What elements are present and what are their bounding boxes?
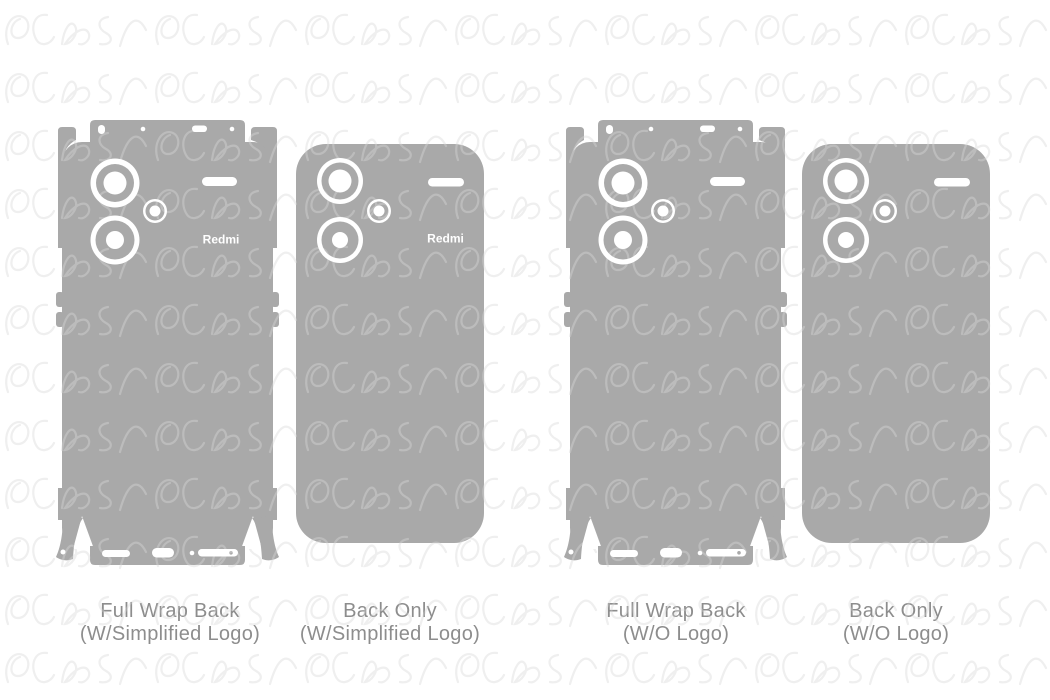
right-side-tab-upper bbox=[271, 292, 279, 307]
top-flap-slot-2 bbox=[192, 125, 207, 132]
template-full-wrap-simplified-logo: Redmi bbox=[56, 120, 279, 565]
template-full-wrap-no-logo bbox=[564, 120, 787, 565]
bottom-left-ear-hole bbox=[568, 549, 574, 555]
camera-lens-2-center-cut bbox=[614, 231, 632, 249]
camera-lens-2-center-cut bbox=[332, 232, 348, 248]
brand-logo-cutout: Redmi bbox=[427, 232, 464, 246]
aux-lens-center-cut bbox=[149, 205, 161, 217]
label-line-1: Back Only bbox=[343, 600, 437, 622]
camera-lens-2-center-cut bbox=[838, 232, 854, 248]
right-side-tab-lower bbox=[779, 312, 787, 327]
label-line-2: (W/Simplified Logo) bbox=[79, 623, 261, 645]
volume-button-tab bbox=[564, 292, 572, 307]
top-flap-hole-1 bbox=[648, 126, 654, 132]
bottom-slot-pin-mark bbox=[229, 551, 233, 555]
left-side-strip-upper bbox=[58, 155, 65, 248]
label-line-1: Back Only bbox=[849, 600, 943, 622]
bottom-left-ear-hole bbox=[60, 549, 66, 555]
top-flap-hole-2 bbox=[737, 126, 743, 132]
top-flap bbox=[598, 120, 753, 144]
bottom-slot-speaker bbox=[102, 550, 130, 557]
label-line-2: (W/Simplified Logo) bbox=[299, 623, 481, 645]
camera-lens-2-center-cut bbox=[106, 231, 124, 249]
label-line-1: Full Wrap Back bbox=[100, 600, 240, 622]
camera-lens-1-center-cut bbox=[611, 171, 635, 195]
template-back-only-simplified-logo: Redmi bbox=[296, 144, 484, 543]
label-line-2: (W/O Logo) bbox=[842, 623, 950, 645]
back-panel bbox=[570, 142, 781, 548]
top-flap-slot-2 bbox=[700, 125, 715, 132]
bottom-slot-pin-mark bbox=[737, 551, 741, 555]
brand-logo-cutout: Redmi bbox=[203, 233, 240, 247]
back-panel bbox=[62, 142, 273, 548]
label-full-wrap-no-logo: Full Wrap Back (W/O Logo) bbox=[556, 600, 796, 646]
left-side-strip-lower bbox=[58, 488, 65, 520]
power-button-tab bbox=[564, 312, 572, 327]
camera-lens-1-center-cut bbox=[103, 171, 127, 195]
bottom-slot-usb bbox=[660, 548, 682, 558]
flash-cutout bbox=[934, 178, 970, 187]
aux-lens-center-cut bbox=[373, 205, 385, 217]
right-side-tab-upper bbox=[779, 292, 787, 307]
bottom-hole-mic bbox=[189, 550, 195, 556]
right-side-strip-lower bbox=[778, 488, 785, 520]
power-button-tab bbox=[56, 312, 64, 327]
template-back-only-no-logo bbox=[802, 144, 990, 543]
flash-cutout bbox=[428, 178, 464, 187]
left-side-strip-lower bbox=[566, 488, 573, 520]
back-panel bbox=[296, 144, 484, 543]
flash-cutout bbox=[202, 177, 237, 186]
bottom-slot-speaker bbox=[610, 550, 638, 557]
camera-lens-1-center-cut bbox=[328, 169, 352, 193]
camera-lens-1-center-cut bbox=[834, 169, 858, 193]
right-side-strip-upper bbox=[270, 155, 277, 248]
label-full-wrap-simplified-logo: Full Wrap Back (W/Simplified Logo) bbox=[50, 600, 290, 646]
top-flap-hole-2 bbox=[229, 126, 235, 132]
top-flap bbox=[90, 120, 245, 144]
right-side-strip-upper bbox=[778, 155, 785, 248]
top-flap-slot-1 bbox=[98, 125, 105, 134]
top-flap-slot-1 bbox=[606, 125, 613, 134]
top-flap-hole-1 bbox=[140, 126, 146, 132]
bottom-slot-usb bbox=[152, 548, 174, 558]
left-side-strip-upper bbox=[566, 155, 573, 248]
flash-cutout bbox=[710, 177, 745, 186]
aux-lens-center-cut bbox=[657, 205, 669, 217]
label-line-2: (W/O Logo) bbox=[622, 623, 730, 645]
back-panel bbox=[802, 144, 990, 543]
right-side-strip-lower bbox=[270, 488, 277, 520]
bottom-hole-mic bbox=[697, 550, 703, 556]
right-side-tab-lower bbox=[271, 312, 279, 327]
label-line-1: Full Wrap Back bbox=[606, 600, 746, 622]
label-back-only-no-logo: Back Only (W/O Logo) bbox=[776, 600, 1016, 646]
volume-button-tab bbox=[56, 292, 64, 307]
label-back-only-simplified-logo: Back Only (W/Simplified Logo) bbox=[270, 600, 510, 646]
aux-lens-center-cut bbox=[879, 205, 891, 217]
